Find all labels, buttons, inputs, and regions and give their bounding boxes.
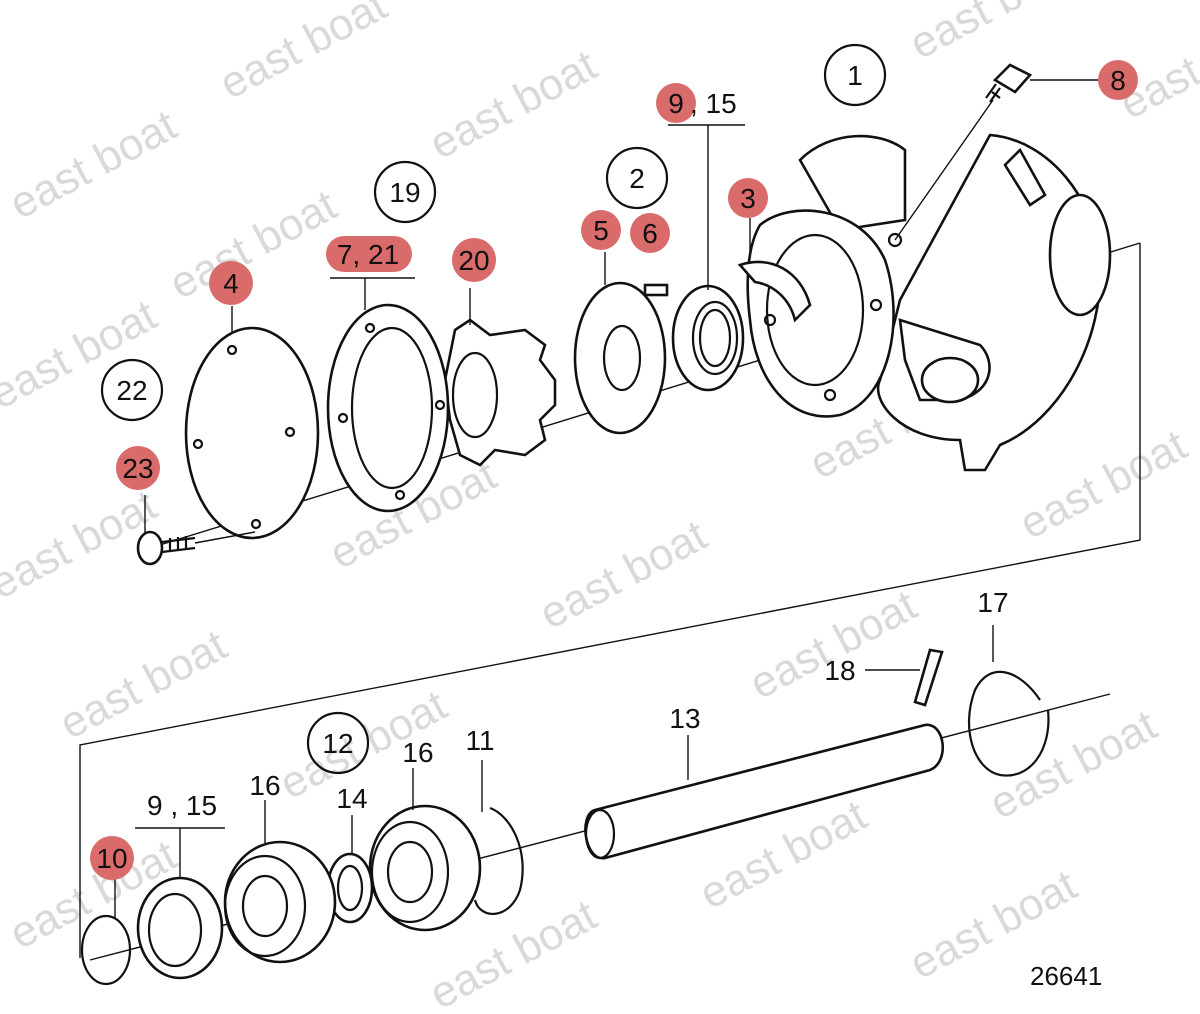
callout-8: 8	[1098, 60, 1138, 100]
drawing-number: 26641	[1030, 961, 1102, 991]
callout-18: 18	[824, 655, 855, 686]
watermark: east boat	[422, 41, 605, 169]
bearing-part-right	[368, 768, 482, 932]
bearing-part-left	[223, 800, 337, 964]
callout-14: 14	[336, 783, 367, 814]
cover-part	[184, 306, 320, 540]
gasket-part	[326, 278, 450, 513]
callout-label: 22	[116, 375, 147, 406]
callout-19: 19	[373, 160, 437, 224]
watermark: east boat	[162, 181, 345, 309]
callout-16-left: 16	[249, 770, 280, 801]
callout-2: 2	[605, 146, 669, 210]
callout-10: 10	[90, 836, 134, 880]
seal-part	[671, 284, 745, 392]
callout-label: 10	[96, 843, 127, 874]
watermark: east boat	[532, 511, 715, 639]
callout-label: 23	[122, 453, 153, 484]
callout-label: 20	[458, 245, 489, 276]
shaft-part	[584, 723, 944, 860]
callout-label: 3	[740, 183, 756, 214]
frame-line	[79, 243, 1141, 958]
watermark: east boat	[1012, 421, 1195, 549]
callout-label: 7, 21	[337, 239, 399, 270]
callout-6: 6	[630, 213, 670, 253]
callout-22: 22	[100, 358, 164, 422]
cam-part	[737, 260, 812, 323]
callout-label: 5	[593, 215, 609, 246]
callout-label: , 15	[690, 88, 737, 119]
callout-label: 12	[322, 728, 353, 759]
callout-9: 9 , 15	[656, 83, 737, 123]
callout-layer: 1 2 3 4 5 6 8 9 , 15	[90, 43, 1138, 880]
pin-part	[643, 283, 669, 297]
callout-9-15-lower: 9 , 15	[147, 790, 217, 821]
screw-part-23	[136, 495, 256, 566]
spacer-part	[326, 815, 374, 924]
screw-part-8	[894, 63, 1100, 241]
callout-17: 17	[977, 587, 1008, 618]
callout-label: 6	[642, 218, 658, 249]
watermark: east boat	[2, 101, 185, 229]
pump-housing	[746, 133, 1112, 472]
callout-16-right: 16	[402, 737, 433, 768]
callout-20: 20	[452, 238, 496, 282]
seal-part-lower	[135, 827, 225, 980]
circlip-part-17	[967, 625, 1050, 777]
watermark: east boat	[212, 0, 395, 109]
callout-23: 23	[116, 446, 160, 490]
callout-13: 13	[669, 703, 700, 734]
watermark: east boat	[52, 621, 235, 749]
callout-label: 8	[1110, 65, 1126, 96]
callout-3: 3	[728, 178, 768, 218]
callout-label: 19	[389, 177, 420, 208]
wear-plate	[573, 281, 667, 435]
callout-label: 9	[668, 88, 684, 119]
callout-1: 1	[823, 43, 887, 107]
callout-7-21: 7, 21	[326, 236, 412, 272]
callout-5: 5	[581, 210, 621, 250]
callout-4: 4	[209, 261, 253, 305]
watermark: east boat	[902, 0, 1085, 69]
callout-label: 4	[223, 268, 239, 299]
key-part	[865, 648, 944, 707]
circlip-part-11	[473, 760, 524, 915]
leader-lines	[330, 124, 751, 290]
impeller-part	[443, 288, 557, 467]
callout-label: 1	[847, 60, 863, 91]
callout-12: 12	[306, 711, 370, 775]
callout-11: 11	[465, 725, 494, 756]
callout-label: 2	[629, 163, 645, 194]
